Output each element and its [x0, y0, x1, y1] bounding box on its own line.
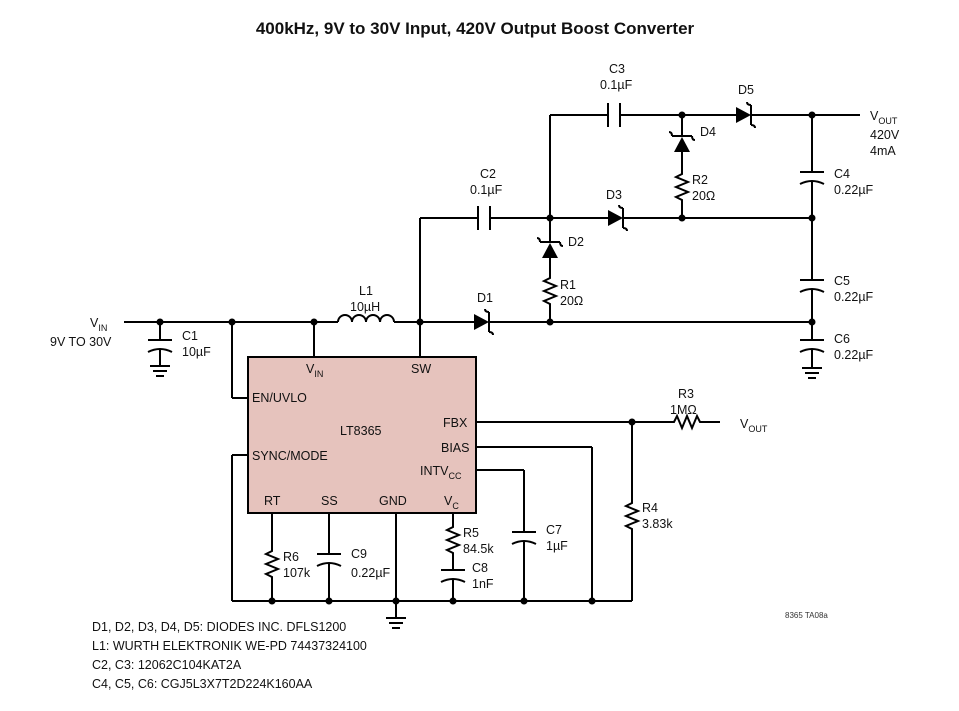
- d1-name: D1: [477, 291, 493, 305]
- ground-bus: [232, 597, 632, 605]
- d3-name: D3: [606, 188, 622, 202]
- diagram-title: 400kHz, 9V to 30V Input, 420V Output Boo…: [256, 19, 695, 38]
- note-inductor: L1: WURTH ELEKTRONIK WE-PD 74437324100: [92, 639, 367, 653]
- vin-range: 9V TO 30V: [50, 335, 112, 349]
- c5-value: 0.22µF: [834, 290, 874, 304]
- output-cap-stack: [799, 115, 825, 379]
- d3-diode: [608, 204, 812, 232]
- r5-value: 84.5k: [463, 542, 494, 556]
- c3-value: 0.1µF: [600, 78, 633, 92]
- c4-name: C4: [834, 167, 850, 181]
- r1-value: 20Ω: [560, 294, 583, 308]
- pin-intvcc-label: INTVCC: [420, 464, 462, 481]
- note-diodes: D1, D2, D3, D4, D5: DIODES INC. DFLS1200: [92, 620, 346, 634]
- fb-vout-label: VOUT: [740, 417, 768, 434]
- c9-name: C9: [351, 547, 367, 561]
- c3-name: C3: [609, 62, 625, 76]
- d5-diode: [736, 101, 860, 129]
- r5-c8-compensation: [440, 513, 466, 601]
- c9-capacitor: [316, 513, 342, 601]
- pin-en-label: EN/UVLO: [252, 391, 307, 405]
- vout-current: 4mA: [870, 144, 896, 158]
- d4-name: D4: [700, 125, 716, 139]
- r3-name: R3: [678, 387, 694, 401]
- d1-diode: [474, 308, 812, 336]
- c1-capacitor: [147, 339, 173, 377]
- vout-label: VOUT: [870, 109, 898, 126]
- r2-name: R2: [692, 173, 708, 187]
- c2-name: C2: [480, 167, 496, 181]
- d5-name: D5: [738, 83, 754, 97]
- c3-capacitor: [550, 103, 736, 127]
- pin-sw-label: SW: [411, 362, 431, 376]
- c7-capacitor: [476, 469, 537, 601]
- c5-name: C5: [834, 274, 850, 288]
- feedback-network: [476, 413, 720, 601]
- c6-name: C6: [834, 332, 850, 346]
- input-rail: [124, 217, 478, 399]
- c4-value: 0.22µF: [834, 183, 874, 197]
- r2-value: 20Ω: [692, 189, 715, 203]
- r2-resistor: [673, 170, 691, 218]
- l1-inductor: [337, 314, 395, 323]
- lt8365-ic: [247, 356, 477, 514]
- l1-value: 10µH: [350, 300, 380, 314]
- d2-diode: [536, 115, 564, 274]
- pin-bias-label: BIAS: [441, 441, 470, 455]
- c6-value: 0.22µF: [834, 348, 874, 362]
- c2-value: 0.1µF: [470, 183, 503, 197]
- vin-label: VIN: [90, 316, 107, 333]
- r1-name: R1: [560, 278, 576, 292]
- c8-name: C8: [472, 561, 488, 575]
- r1-resistor: [541, 274, 559, 321]
- d4-diode: [668, 115, 696, 170]
- pin-rt-label: RT: [264, 494, 281, 508]
- figure-code: 8365 TA08a: [785, 611, 828, 620]
- note-c2-c3: C2, C3: 12062C104KAT2A: [92, 658, 242, 672]
- c9-value: 0.22µF: [351, 566, 391, 580]
- note-c4-c6: C4, C5, C6: CGJ5L3X7T2D224K160AA: [92, 677, 313, 691]
- c8-value: 1nF: [472, 577, 494, 591]
- sync-line: [231, 454, 248, 601]
- d2-name: D2: [568, 235, 584, 249]
- ic-name: LT8365: [340, 424, 382, 438]
- pin-sync-label: SYNC/MODE: [252, 449, 328, 463]
- c7-value: 1µF: [546, 539, 568, 553]
- c1-name: C1: [182, 329, 198, 343]
- bias-line: [476, 446, 593, 601]
- pin-gnd-label: GND: [379, 494, 407, 508]
- r4-value: 3.83k: [642, 517, 673, 531]
- c2-capacitor: [477, 206, 608, 230]
- r6-value: 107k: [283, 566, 311, 580]
- l1-name: L1: [359, 284, 373, 298]
- r6-name: R6: [283, 550, 299, 564]
- r4-name: R4: [642, 501, 658, 515]
- pin-vc-label: VC: [444, 494, 459, 511]
- c1-value: 10µF: [182, 345, 211, 359]
- vout-voltage: 420V: [870, 128, 900, 142]
- r6-resistor: [263, 513, 281, 601]
- pin-vin-label: VIN: [306, 362, 323, 379]
- pin-ss-label: SS: [321, 494, 338, 508]
- r3-value: 1MΩ: [670, 403, 697, 417]
- r5-name: R5: [463, 526, 479, 540]
- pin-fbx-label: FBX: [443, 416, 468, 430]
- c7-name: C7: [546, 523, 562, 537]
